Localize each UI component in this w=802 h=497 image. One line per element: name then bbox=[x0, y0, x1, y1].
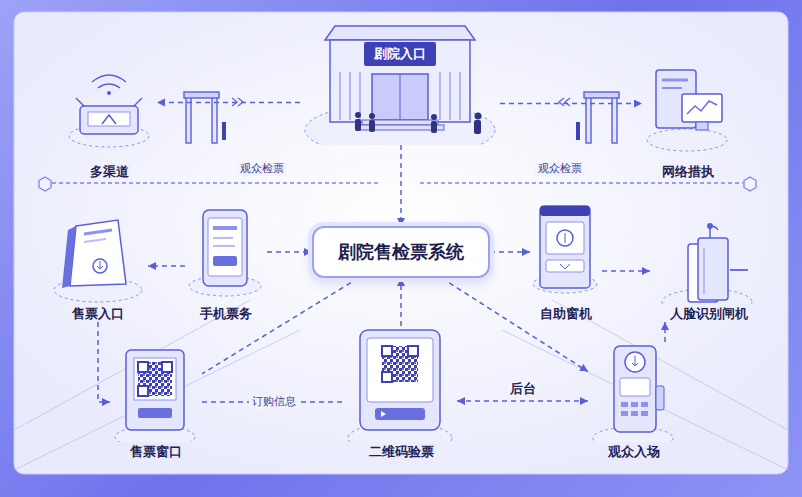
flow-note: 观众检票 bbox=[237, 162, 287, 176]
edge-label: 后台 bbox=[507, 382, 539, 396]
system-box: 剧院售检票系统 bbox=[312, 226, 490, 278]
entrance-sign: 剧院入口 bbox=[364, 42, 436, 66]
connector bbox=[400, 145, 402, 226]
node-label: 自助窗机 bbox=[540, 306, 592, 322]
icon-node: 手机票务 bbox=[185, 206, 267, 322]
node-label: 售票入口 bbox=[72, 306, 124, 322]
node-label: 手机票务 bbox=[200, 306, 252, 322]
connector bbox=[664, 322, 666, 342]
node-label: 人脸识别闸机 bbox=[670, 306, 748, 322]
icon-node: 网络措执 bbox=[642, 62, 734, 180]
connector bbox=[148, 265, 185, 267]
icon-node: 自助窗机 bbox=[530, 204, 602, 322]
node-icon bbox=[185, 206, 267, 304]
icon-node: 剧院入口 bbox=[300, 12, 500, 145]
node-label: 售票窗口 bbox=[130, 444, 182, 460]
node-icon bbox=[530, 204, 602, 304]
edge-label: 订购信息 bbox=[249, 395, 299, 409]
connector bbox=[500, 103, 642, 105]
icon-node: 人脸识别闸机 bbox=[650, 220, 768, 322]
node-icon bbox=[588, 342, 680, 442]
node-label: 网络措执 bbox=[662, 164, 714, 180]
connector bbox=[157, 102, 300, 104]
flow-note: 观众检票 bbox=[535, 162, 585, 176]
node-icon bbox=[345, 326, 457, 442]
icon-node: 售票窗口 bbox=[110, 344, 202, 460]
connector bbox=[400, 278, 402, 326]
connector bbox=[602, 270, 650, 272]
node-label: 多渠道 bbox=[90, 164, 129, 180]
icon-node: 观众入场 bbox=[588, 342, 680, 460]
connector bbox=[490, 251, 530, 253]
icon-node: 多渠道 bbox=[62, 60, 157, 180]
connector bbox=[457, 400, 588, 402]
node-icon bbox=[642, 62, 734, 162]
system-title: 剧院售检票系统 bbox=[338, 240, 464, 264]
connector bbox=[98, 322, 110, 402]
node-icon bbox=[48, 210, 148, 304]
icon-node: 二维码验票 bbox=[345, 326, 457, 460]
icon-node: 售票入口 bbox=[48, 210, 148, 322]
node-label: 二维码验票 bbox=[369, 444, 434, 460]
node-icon bbox=[62, 60, 157, 162]
node-icon bbox=[300, 12, 500, 145]
connector bbox=[267, 251, 312, 253]
node-icon bbox=[110, 344, 202, 442]
node-label: 观众入场 bbox=[608, 444, 660, 460]
node-icon bbox=[650, 220, 768, 304]
